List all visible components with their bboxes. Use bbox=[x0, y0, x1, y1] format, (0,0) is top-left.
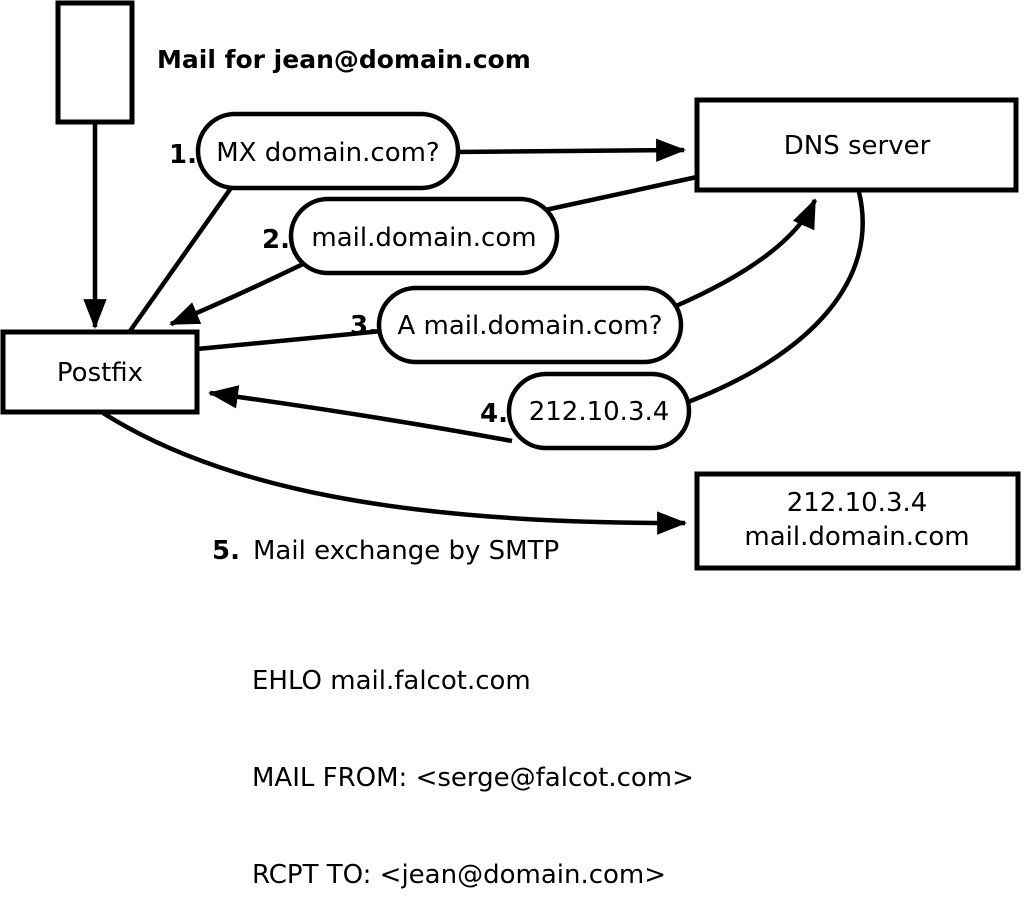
edge-mx-answer-to-postfix-arrow bbox=[169, 261, 304, 327]
step5-smtp-exchange-label: Mail exchange by SMTP bbox=[253, 536, 559, 566]
dns-server-node-label: DNS server bbox=[784, 131, 931, 161]
step2-number: 2. bbox=[262, 225, 290, 255]
step4-ip-answer-pill bbox=[506, 371, 692, 451]
step2-mx-answer-label: mail.domain.com bbox=[311, 223, 536, 253]
dns-server-node bbox=[694, 97, 1019, 193]
smtp-line-ehlo: EHLO mail.falcot.com bbox=[252, 665, 531, 696]
step1-number: 1. bbox=[169, 140, 197, 170]
smtp-line-rcpt-to: RCPT TO: <jean@domain.com> bbox=[252, 860, 667, 891]
mail-server-node bbox=[694, 471, 1021, 571]
mail-document-icon bbox=[55, 0, 135, 125]
step4-number: 4. bbox=[480, 399, 508, 429]
mail-for-note: Mail for jean@domain.com bbox=[157, 45, 531, 74]
step2-mx-answer-pill bbox=[288, 196, 560, 276]
step5-number: 5. bbox=[212, 536, 240, 566]
postfix-node bbox=[0, 329, 200, 415]
edge-postfix-to-mailserver-arrow bbox=[101, 411, 687, 535]
step3-number: 3. bbox=[350, 311, 378, 341]
edge-a-query-to-dns-arrow bbox=[675, 198, 818, 309]
mail-server-ip-label: 212.10.3.4 bbox=[787, 488, 928, 518]
edge-dns-to-ip-answer bbox=[687, 191, 865, 405]
step1-mx-query-pill bbox=[195, 111, 461, 191]
step3-a-query-pill bbox=[376, 285, 684, 365]
mail-server-hostname-label: mail.domain.com bbox=[744, 522, 969, 552]
step3-a-query-label: A mail.domain.com? bbox=[398, 311, 663, 341]
step1-mx-query-label: MX domain.com? bbox=[216, 138, 439, 168]
edge-dns-to-mx-answer bbox=[535, 174, 698, 215]
step4-ip-answer-label: 212.10.3.4 bbox=[529, 397, 670, 427]
edge-postfix-to-mx-query bbox=[128, 186, 233, 333]
edge-postfix-to-a-query bbox=[196, 328, 383, 352]
edge-mx-query-to-dns-arrow bbox=[454, 138, 686, 162]
postfix-node-label: Postfix bbox=[57, 358, 143, 388]
edge-ip-answer-to-postfix-arrow bbox=[208, 385, 513, 444]
smtp-session-transcript: EHLO mail.falcot.com MAIL FROM: <serge@f… bbox=[252, 600, 772, 919]
smtp-line-mail-from: MAIL FROM: <serge@falcot.com> bbox=[252, 763, 694, 794]
